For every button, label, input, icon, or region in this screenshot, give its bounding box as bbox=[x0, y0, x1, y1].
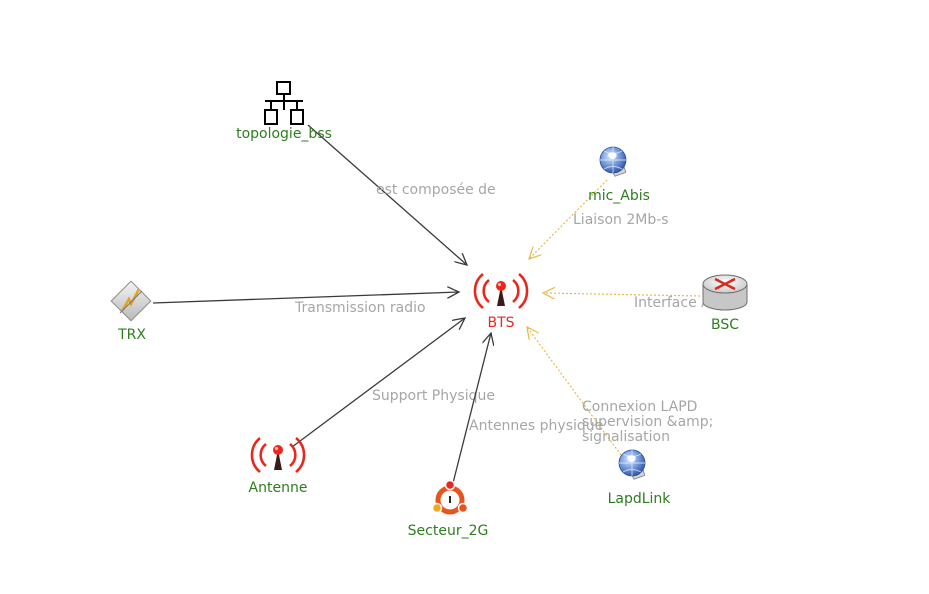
edge-lapd-bts: Connexion LAPD supervision &amp; signali… bbox=[527, 327, 713, 456]
node-label: topologie_bss bbox=[236, 126, 332, 142]
node-label: LapdLink bbox=[608, 491, 672, 507]
node-label: BTS bbox=[487, 315, 514, 331]
node-topologie-bss[interactable]: topologie_bss bbox=[236, 81, 332, 142]
edge-mic-bts: Liaison 2Mb-s bbox=[529, 179, 669, 259]
network-topology-icon bbox=[264, 81, 304, 125]
edge-antenne-bts: Support Physique bbox=[291, 318, 495, 448]
node-secteur-2g[interactable]: Secteur_2G bbox=[408, 479, 489, 540]
edge-label-line-1: Connexion LAPD bbox=[582, 399, 697, 415]
node-lapdlink[interactable]: LapdLink bbox=[608, 449, 672, 507]
edge-label: est composée de bbox=[376, 182, 496, 198]
node-antenne[interactable]: Antenne bbox=[249, 436, 308, 496]
edge-line bbox=[529, 179, 608, 259]
antenna-tower-icon bbox=[473, 272, 529, 310]
sector-ring-icon bbox=[431, 479, 469, 515]
edge-line bbox=[527, 327, 622, 456]
node-label: Secteur_2G bbox=[408, 523, 489, 539]
node-bsc[interactable]: BSC bbox=[702, 274, 748, 333]
edge-label-line-3: signalisation bbox=[582, 429, 670, 445]
edge-line bbox=[152, 292, 459, 304]
node-label: TRX bbox=[117, 327, 146, 343]
router-icon bbox=[702, 274, 748, 311]
edge-label: Transmission radio bbox=[294, 300, 426, 316]
node-trx[interactable]: TRX bbox=[110, 280, 152, 343]
edge-label: Support Physique bbox=[372, 388, 495, 404]
node-label: BSC bbox=[711, 317, 739, 333]
node-label: Antenne bbox=[249, 480, 308, 496]
trx-module-icon bbox=[110, 280, 152, 322]
node-mic-abis[interactable]: mic_Abis bbox=[588, 146, 650, 204]
edge-label: Antennes physique bbox=[469, 418, 603, 434]
edge-secteur-bts: Antennes physique bbox=[451, 333, 603, 488]
edge-line bbox=[307, 124, 467, 265]
edge-line bbox=[291, 318, 465, 448]
antenna-tower-icon bbox=[250, 436, 306, 474]
node-label: mic_Abis bbox=[588, 188, 650, 204]
edge-topologie-bts: est composée de bbox=[307, 124, 496, 265]
globe-computer-icon bbox=[599, 146, 627, 177]
edge-trx-bts: Transmission radio bbox=[152, 292, 459, 316]
edge-label: Liaison 2Mb-s bbox=[573, 212, 669, 228]
edge-line bbox=[451, 333, 491, 488]
edge-label-line-2: supervision &amp; bbox=[582, 414, 713, 430]
globe-computer-icon bbox=[618, 449, 646, 480]
node-bts[interactable]: BTS bbox=[473, 272, 529, 331]
